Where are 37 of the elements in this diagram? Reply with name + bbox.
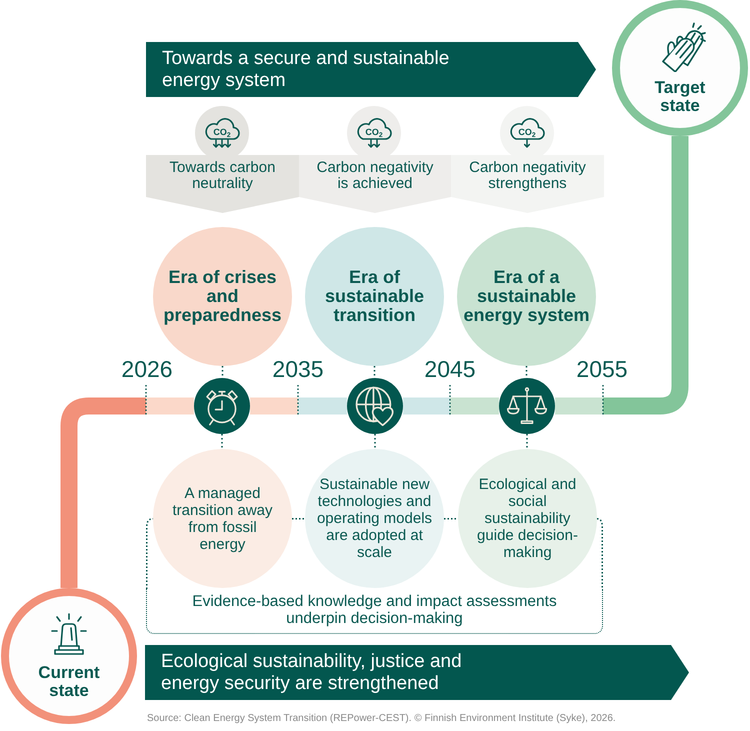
source-caption: Source: Clean Energy System Transition (REPower-CEST). © Finnish Environment Institute (Syke), 2026. bbox=[147, 712, 616, 725]
banner-text: Ecological sustainability, justice and energy security are strengthened bbox=[160, 650, 463, 694]
outcome-text: Sustainable new technologies and operating models are adopted at scale bbox=[316, 476, 434, 561]
dotted-connector bbox=[222, 366, 224, 378]
era-title: Era of a sustainable energy system bbox=[462, 268, 590, 325]
timeline-track bbox=[403, 398, 499, 414]
state-label: Target state bbox=[654, 78, 706, 114]
tab-label: Carbon negativity is achieved bbox=[316, 160, 434, 192]
frame-text: Evidence-based knowledge and impact assessments underpin decision-making bbox=[191, 593, 558, 627]
timeline-track bbox=[555, 136, 688, 414]
chevron-tab bbox=[146, 155, 299, 213]
dotted-connector bbox=[221, 434, 223, 449]
timeline-track bbox=[250, 398, 347, 414]
year-label: 2026 bbox=[121, 356, 173, 382]
dotted-connector bbox=[526, 434, 528, 449]
co2-label: CO$_{2}$ bbox=[213, 127, 231, 137]
era-title: Era of crises and preparedness bbox=[162, 268, 283, 325]
dotted-connector bbox=[374, 434, 376, 449]
year-label: 2035 bbox=[272, 356, 324, 382]
co2-label: CO$_{2}$ bbox=[518, 127, 536, 137]
outcome-text: Ecological and social sustainability guide decision-making bbox=[476, 476, 579, 561]
tab-label: Carbon negativity strengthens bbox=[468, 160, 587, 192]
dotted-connector bbox=[526, 366, 528, 378]
dotted-connector bbox=[374, 366, 376, 378]
heading-banner bbox=[145, 645, 689, 700]
era-title: Era of sustainable transition bbox=[324, 268, 426, 325]
timeline-track bbox=[60, 398, 194, 588]
dotted-frame bbox=[146, 589, 603, 634]
heading-banner bbox=[146, 42, 596, 97]
year-label: 2045 bbox=[424, 356, 476, 382]
banner-text: Towards a secure and sustainable energy system bbox=[161, 48, 450, 92]
co2-label: CO$_{2}$ bbox=[365, 127, 383, 137]
chevron-tab bbox=[299, 155, 451, 213]
year-label: 2055 bbox=[576, 356, 628, 382]
tab-label: Towards carbon neutrality bbox=[168, 160, 276, 192]
outcome-text: A managed transition away from fossil energy bbox=[171, 484, 274, 552]
state-label: Current state bbox=[37, 664, 101, 700]
